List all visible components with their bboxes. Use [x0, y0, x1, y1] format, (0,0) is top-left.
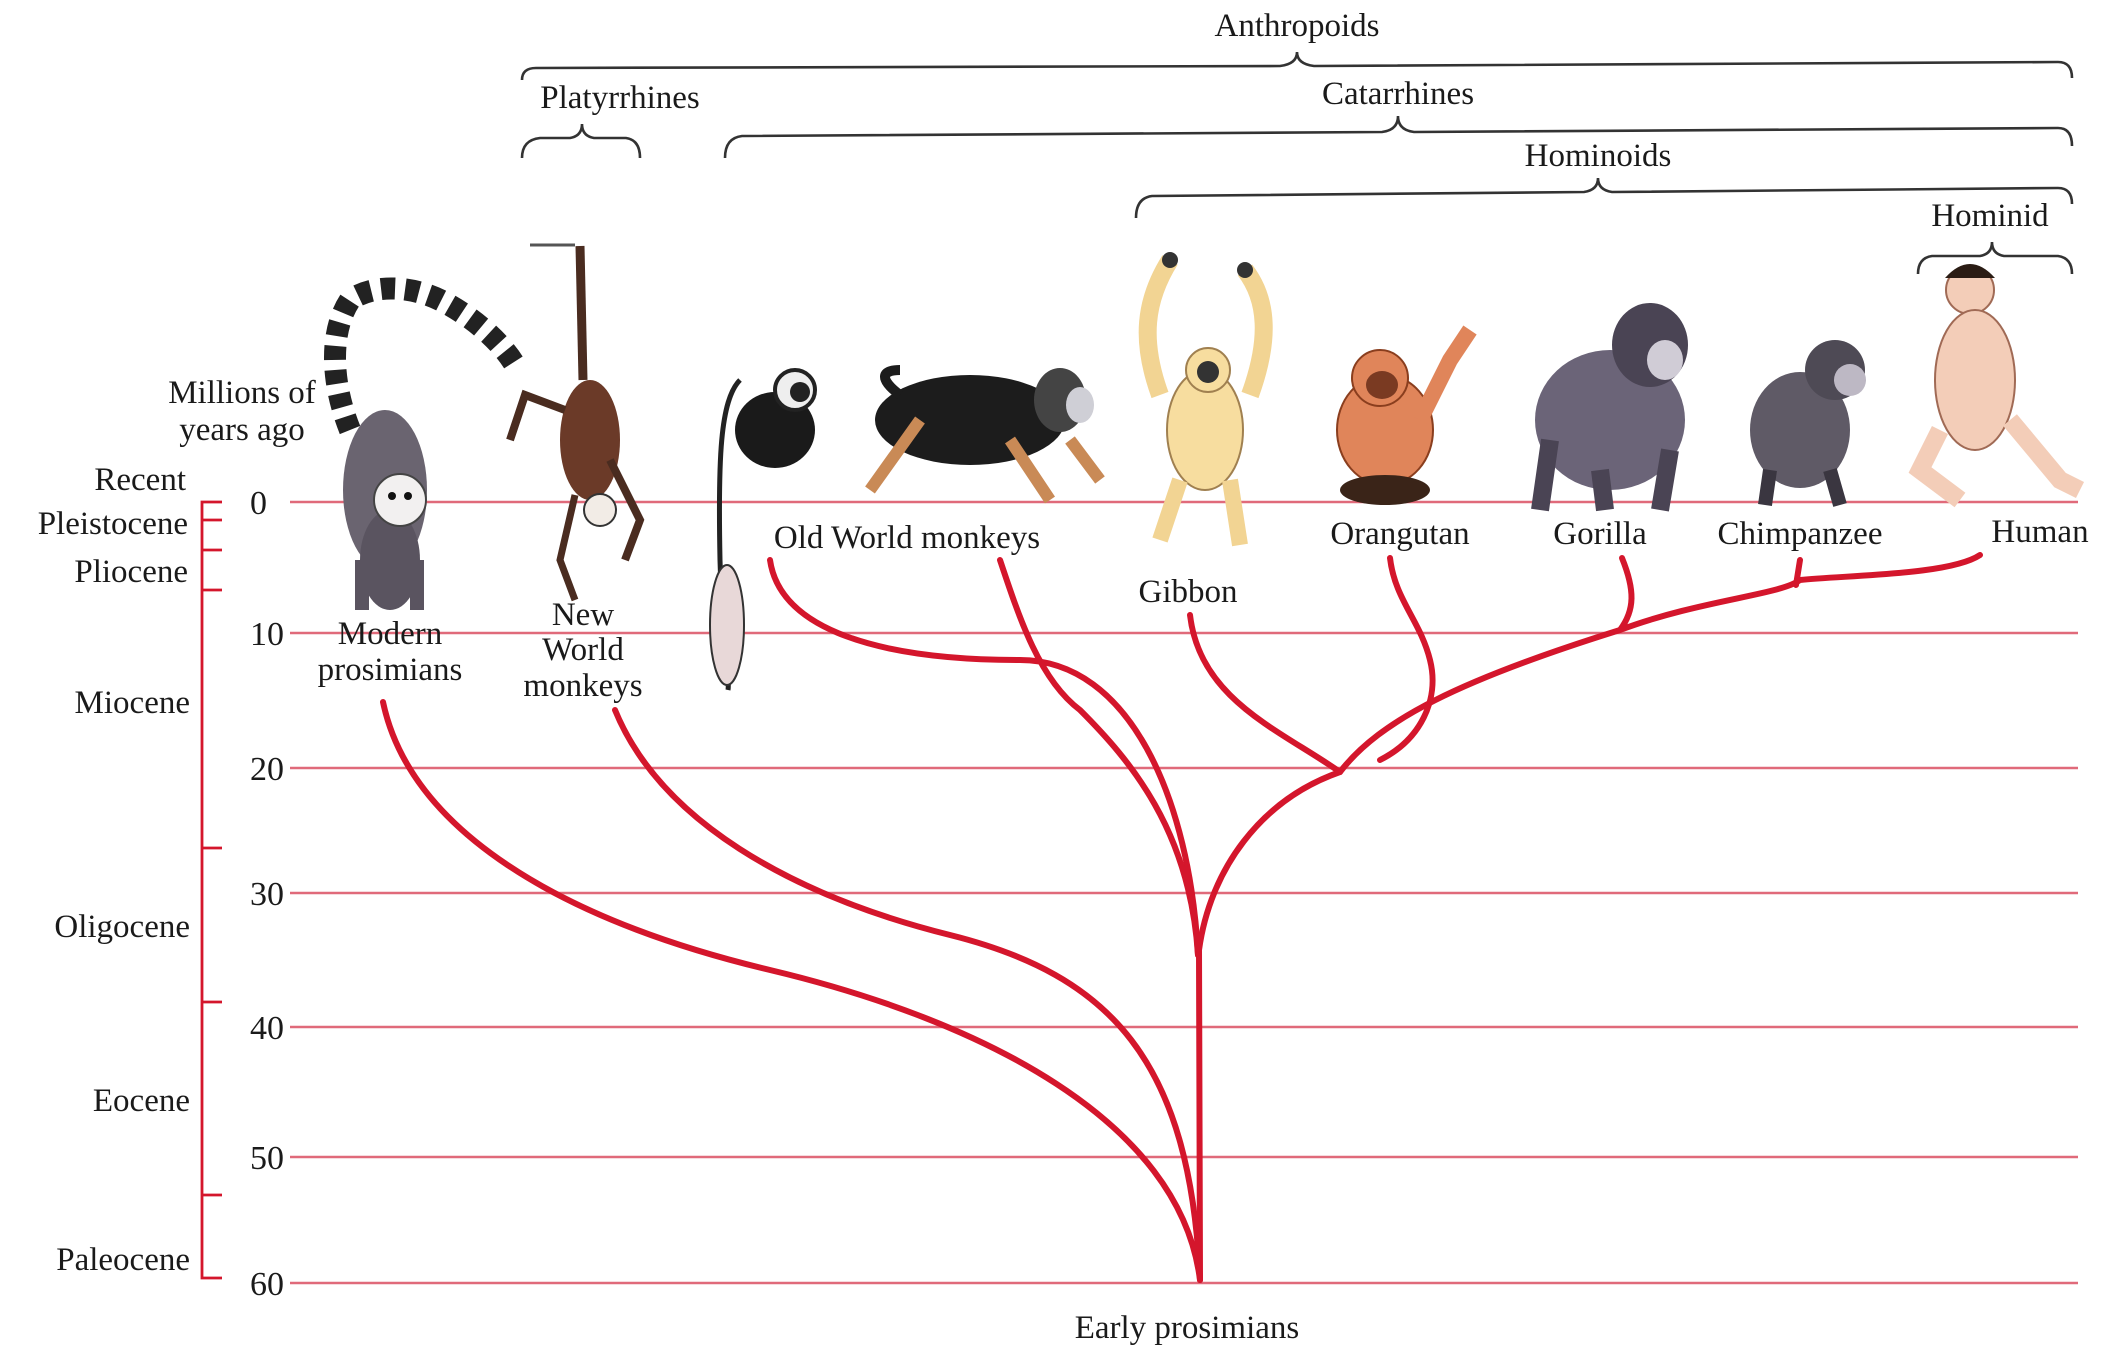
orangutan-illustration	[1337, 330, 1470, 505]
anthropoids-label: Anthropoids	[1215, 8, 1380, 44]
lemur-illustration	[335, 288, 515, 610]
platyrrhines-label: Platyrrhines	[540, 80, 699, 116]
label-modern-prosimians-2: prosimians	[318, 652, 463, 688]
label-gibbon: Gibbon	[1139, 574, 1238, 610]
hominid-label: Hominid	[1931, 198, 2049, 234]
tick-label-60: 60	[250, 1266, 284, 1303]
label-orangutan: Orangutan	[1330, 516, 1469, 552]
platyrrhines-bracket	[522, 124, 640, 158]
branch-gibbon	[1190, 615, 1340, 772]
axis-title-line1: Millions of	[168, 375, 316, 411]
tick-label-0: 0	[250, 485, 267, 522]
spider-monkey-illustration	[510, 245, 640, 600]
tick-label-50: 50	[250, 1140, 284, 1177]
branch-gorilla	[1620, 558, 1632, 630]
catarrhines-label: Catarrhines	[1322, 76, 1474, 112]
label-new-world-2: World	[542, 632, 624, 668]
baboon-illustration	[870, 368, 1100, 500]
hominoids-label: Hominoids	[1525, 138, 1672, 174]
branch-new-world-monkeys	[615, 710, 1200, 1280]
catarrhines-bracket	[725, 116, 2072, 158]
hominid-bracket	[1918, 242, 2072, 274]
branch-hominoid-stem	[1199, 772, 1340, 950]
epoch-scale: Recent Pleistocene Pliocene Miocene Olig…	[38, 462, 222, 1278]
label-human: Human	[1991, 514, 2088, 550]
epoch-eocene: Eocene	[93, 1083, 190, 1119]
axis-title-line2: years ago	[179, 412, 305, 448]
label-gorilla: Gorilla	[1553, 516, 1647, 552]
branch-chimpanzee	[1796, 560, 1800, 585]
label-new-world-3: monkeys	[523, 668, 642, 704]
epoch-bar	[202, 502, 222, 1278]
label-early-prosimians: Early prosimians	[1075, 1310, 1300, 1346]
epoch-pliocene: Pliocene	[74, 554, 188, 590]
epoch-oligocene: Oligocene	[54, 909, 190, 945]
branch-great-apes	[1340, 630, 1620, 772]
label-chimpanzee: Chimpanzee	[1718, 516, 1883, 552]
tick-label-20: 20	[250, 751, 284, 788]
anthropoids-bracket	[522, 52, 2072, 80]
epoch-miocene: Miocene	[75, 685, 190, 721]
label-new-world-1: New	[552, 597, 614, 633]
epoch-recent: Recent	[94, 462, 186, 498]
branch-old-world-monkeys-2	[1000, 560, 1198, 955]
branch-catarrhine-trunk	[1199, 950, 1200, 1280]
gorilla-illustration	[1535, 303, 1688, 510]
human-illustration	[1920, 264, 2080, 500]
label-old-world-monkeys: Old World monkeys	[774, 520, 1040, 556]
group-brackets: Anthropoids Platyrrhines Catarrhines Hom…	[522, 8, 2072, 274]
chimpanzee-illustration	[1750, 340, 1866, 505]
time-axis: Millions of years ago 0 10 20 30 40 50 6…	[168, 375, 2078, 1303]
tick-label-30: 30	[250, 876, 284, 913]
tick-label-10: 10	[250, 616, 284, 653]
epoch-pleistocene: Pleistocene	[38, 506, 188, 542]
epoch-paleocene: Paleocene	[56, 1242, 190, 1278]
label-modern-prosimians-1: Modern	[338, 616, 442, 652]
tick-label-40: 40	[250, 1010, 284, 1047]
